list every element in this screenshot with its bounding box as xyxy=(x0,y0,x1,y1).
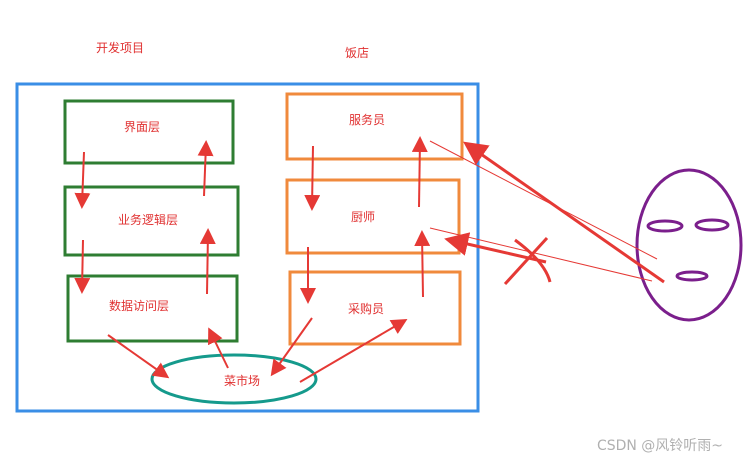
market-label: 菜市场 xyxy=(224,373,260,388)
market-ellipse xyxy=(150,353,318,405)
waiter-box xyxy=(285,92,464,161)
buyer-label: 采购员 xyxy=(348,301,384,316)
title-dev-project: 开发项目 xyxy=(96,40,144,55)
data-layer-label: 数据访问层 xyxy=(109,298,169,313)
arrow-waiter-to-chef xyxy=(304,145,321,211)
arrow-market-to-buyer xyxy=(299,318,408,383)
customer-face xyxy=(635,168,743,322)
buyer-box xyxy=(288,270,462,346)
arrow-logic-to-ui xyxy=(197,140,214,197)
arrow-buyer-to-market xyxy=(270,317,313,377)
line-chef-to-face xyxy=(429,227,653,282)
arrow-data-to-logic xyxy=(199,228,216,295)
arrow-ui-to-logic xyxy=(74,151,91,209)
chef-label: 厨师 xyxy=(351,210,375,224)
arrow-logic-to-data xyxy=(74,239,91,294)
outer-frame xyxy=(15,82,480,413)
arrow-chef-to-waiter xyxy=(411,136,428,208)
cross-mark-stroke-1 xyxy=(514,238,552,283)
face-left-eye xyxy=(646,219,684,233)
logic-layer-label: 业务逻辑层 xyxy=(118,212,178,227)
arrow-face-to-waiter xyxy=(463,141,665,284)
face-mouth xyxy=(675,270,709,282)
face-right-eye xyxy=(694,218,730,232)
waiter-label: 服务员 xyxy=(349,112,385,127)
arrow-buyer-to-chef xyxy=(414,230,431,298)
chef-box xyxy=(285,178,461,255)
title-restaurant: 饭店 xyxy=(345,46,369,60)
arrow-x-to-chef xyxy=(444,232,547,264)
ui-layer-label: 界面层 xyxy=(124,120,160,134)
data-layer-box xyxy=(66,274,239,343)
arrow-data-to-market xyxy=(107,334,170,379)
ui-layer-box xyxy=(63,99,235,165)
cross-mark-stroke-2 xyxy=(503,236,549,286)
watermark: CSDN @风铃听雨~ xyxy=(597,438,723,454)
logic-layer-box xyxy=(63,185,240,257)
arrow-market-to-data xyxy=(208,327,229,369)
